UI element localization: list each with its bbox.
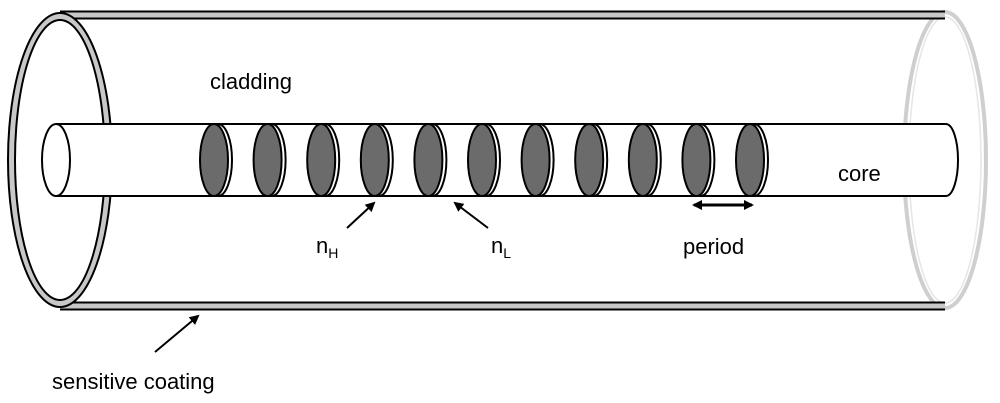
grating-disk — [306, 123, 341, 197]
grating-disk — [252, 123, 287, 197]
n-low-arrow — [453, 201, 489, 229]
grating-disk — [199, 123, 233, 197]
grating-disk — [627, 123, 662, 197]
n-low-label: nL — [491, 233, 511, 261]
sensitive-coating-arrow — [154, 314, 200, 353]
sensitive-coating-label: sensitive coating — [52, 369, 215, 394]
grating-disk — [574, 123, 609, 197]
period-label: period — [683, 234, 744, 259]
grating-disk — [681, 123, 716, 197]
grating-disk — [467, 123, 501, 197]
n-low-subscript: L — [503, 245, 511, 261]
n-low-base: n — [491, 233, 503, 258]
grating-disks — [199, 123, 769, 197]
grating-disk — [359, 123, 394, 197]
core-label: core — [838, 161, 881, 186]
core-right-end — [945, 123, 959, 197]
n-high-base: n — [316, 233, 328, 258]
core-left-face — [41, 123, 71, 197]
grating-disk — [735, 123, 769, 197]
cladding-label: cladding — [210, 69, 292, 94]
n-high-label: nH — [316, 233, 338, 261]
grating-disk — [520, 123, 555, 197]
grating-disk — [413, 123, 448, 197]
n-high-arrow — [346, 201, 376, 229]
n-high-subscript: H — [328, 245, 338, 261]
